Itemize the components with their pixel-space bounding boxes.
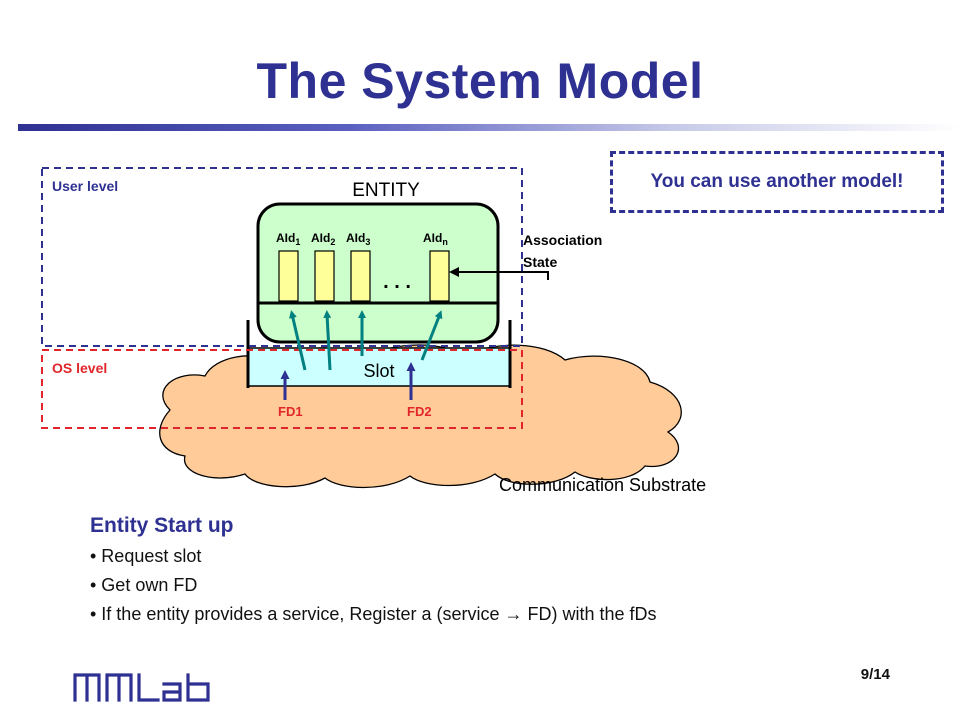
association-state-arrow	[449, 267, 549, 280]
aid-ellipsis: . . .	[383, 271, 411, 293]
slot-box	[247, 347, 511, 387]
aid-label-1: AId1	[276, 231, 300, 247]
page-number: 9/14	[860, 666, 890, 683]
association-label-line1: Association	[523, 232, 602, 248]
slot-label: Slot	[363, 361, 394, 381]
aid-box-3	[350, 250, 371, 302]
arrow-slot-aidn	[420, 310, 443, 361]
startup-bullet-register-service: • If the entity provides a service, Regi…	[90, 604, 657, 624]
aid-label-2: AId2	[311, 231, 335, 247]
title-underline	[18, 124, 960, 131]
arrow-slot-aid2	[323, 310, 332, 371]
association-label-line2: State	[523, 254, 557, 270]
os-level-region	[41, 349, 523, 429]
page-title: The System Model	[256, 53, 704, 109]
user-level-region	[41, 167, 523, 347]
os-level-label: OS level	[52, 360, 107, 376]
aid-box-n	[429, 250, 450, 302]
entity-label: ENTITY	[352, 180, 420, 201]
user-level-label: User level	[52, 178, 118, 194]
startup-bullet-request-slot: • Request slot	[90, 546, 202, 566]
aid-label-n: AIdn	[423, 231, 448, 247]
aid-box-1	[278, 250, 299, 302]
entity-startup-title: Entity Start up	[90, 514, 234, 537]
entity-startup-section: Entity Start up • Request slot • Get own…	[90, 514, 910, 629]
aid-label-3: AId3	[346, 231, 370, 247]
aid-box-2	[314, 250, 335, 302]
communication-substrate-label: Communication Substrate	[499, 475, 706, 495]
fd1-label: FD1	[278, 404, 303, 419]
fd2-label: FD2	[407, 404, 432, 419]
arrow-slot-aid1	[289, 310, 307, 371]
startup-bullet-get-fd: • Get own FD	[90, 575, 198, 595]
mmlab-logo	[73, 673, 210, 702]
alternative-model-callout: You can use another model!	[610, 151, 944, 213]
